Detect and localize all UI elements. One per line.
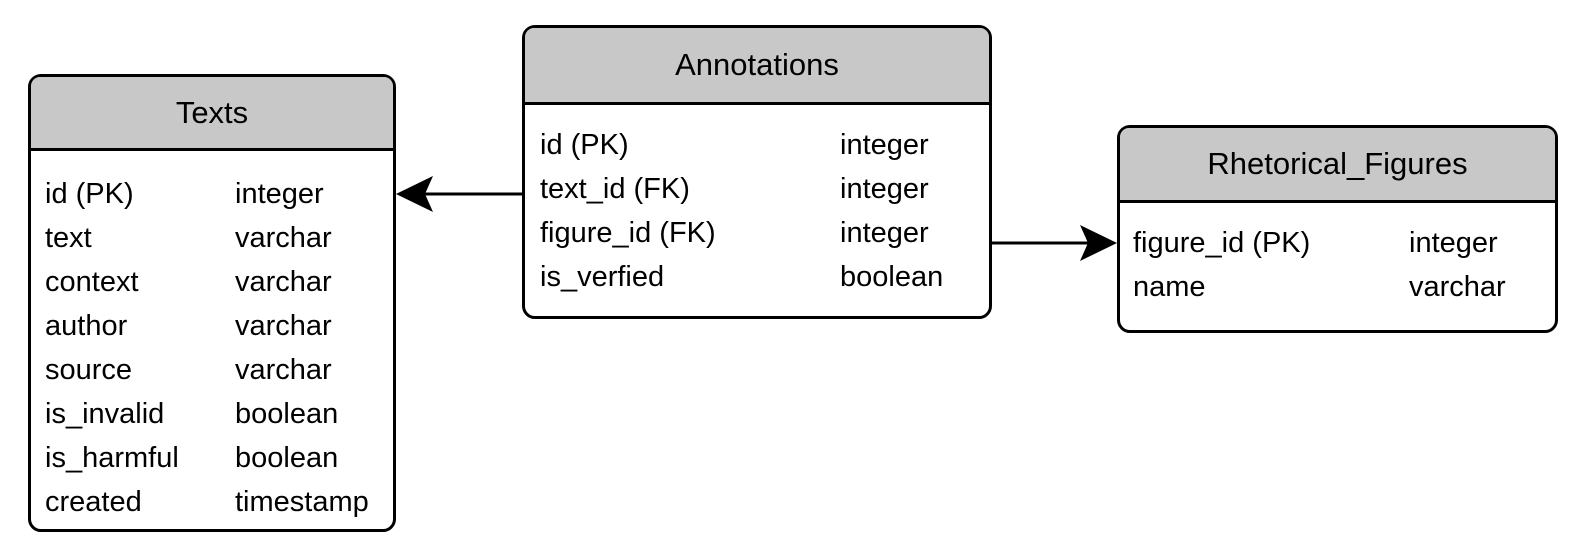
arrow-annotations-to-rhetorical-figures[interactable] bbox=[992, 225, 1117, 261]
field-type: integer bbox=[840, 173, 929, 205]
entity-texts[interactable]: Texts id (PK) integer text varchar context va… bbox=[28, 74, 396, 532]
field-row: id (PK) integer bbox=[45, 172, 393, 216]
field-name: text bbox=[45, 222, 92, 254]
entity-annotations-header: Annotations bbox=[525, 28, 989, 105]
field-list: figure_id (PK) integer name varchar bbox=[1120, 203, 1555, 309]
field-name: is_invalid bbox=[45, 398, 165, 430]
field-name: figure_id (FK) bbox=[540, 217, 716, 249]
field-row: author varchar bbox=[45, 304, 393, 348]
field-name: figure_id (PK) bbox=[1133, 227, 1311, 259]
arrowhead-right-icon bbox=[1080, 225, 1117, 261]
entity-title: Texts bbox=[175, 94, 249, 130]
field-type: varchar bbox=[235, 354, 332, 386]
field-type: varchar bbox=[235, 222, 332, 254]
field-row: is_invalid boolean bbox=[45, 392, 393, 436]
field-name: author bbox=[45, 310, 128, 342]
field-name: name bbox=[1133, 271, 1206, 303]
field-name: created bbox=[45, 486, 142, 518]
field-row: text varchar bbox=[45, 216, 393, 260]
field-type: varchar bbox=[235, 310, 332, 342]
field-type: varchar bbox=[235, 266, 332, 298]
field-row: is_verfied boolean bbox=[540, 255, 989, 299]
field-type: integer bbox=[840, 129, 929, 161]
entity-texts-header: Texts bbox=[31, 77, 393, 151]
field-row: source varchar bbox=[45, 348, 393, 392]
entity-rhetorical-figures-header: Rhetorical_Figures bbox=[1120, 128, 1555, 203]
field-name: is_harmful bbox=[45, 442, 179, 474]
field-row: context varchar bbox=[45, 260, 393, 304]
field-row: is_harmful boolean bbox=[45, 436, 393, 480]
field-row: figure_id (PK) integer bbox=[1133, 221, 1555, 265]
field-row: name varchar bbox=[1133, 265, 1555, 309]
entity-annotations[interactable]: Annotations id (PK) integer text_id (FK) in… bbox=[522, 25, 992, 319]
field-name: source bbox=[45, 354, 133, 386]
entity-title: Annotations bbox=[675, 47, 839, 82]
entity-rhetorical-figures[interactable]: Rhetorical_Figures figure_id (PK) integer… bbox=[1117, 125, 1558, 333]
field-row: id (PK) integer bbox=[540, 123, 989, 167]
field-type: timestamp bbox=[235, 486, 369, 518]
field-name: id (PK) bbox=[540, 129, 629, 161]
field-row: figure_id (FK) integer bbox=[540, 211, 989, 255]
field-type: varchar bbox=[1409, 271, 1506, 303]
field-type: integer bbox=[235, 178, 324, 210]
arrowhead-left-icon bbox=[396, 176, 433, 212]
field-type: boolean bbox=[235, 442, 339, 474]
field-row: created timestamp bbox=[45, 480, 393, 524]
field-row: text_id (FK) integer bbox=[540, 167, 989, 211]
field-type: boolean bbox=[840, 261, 944, 293]
field-name: id (PK) bbox=[45, 178, 134, 210]
field-type: integer bbox=[1409, 227, 1498, 259]
field-type: integer bbox=[840, 217, 929, 249]
field-name: is_verfied bbox=[540, 261, 665, 293]
field-type: boolean bbox=[235, 398, 339, 430]
entity-title: Rhetorical_Figures bbox=[1207, 146, 1468, 181]
field-name: text_id (FK) bbox=[540, 173, 690, 205]
arrow-annotations-to-texts[interactable] bbox=[396, 176, 522, 212]
field-name: context bbox=[45, 266, 139, 298]
